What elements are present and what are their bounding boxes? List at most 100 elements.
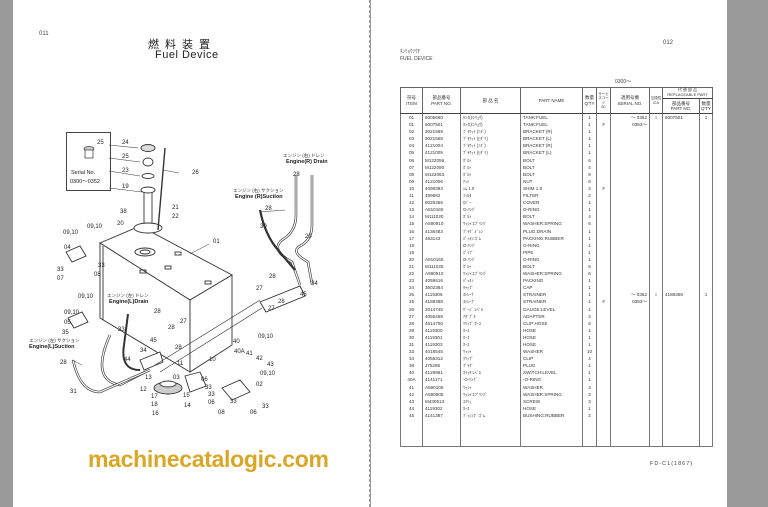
cell-serial bbox=[610, 192, 650, 200]
cell-ica bbox=[649, 213, 663, 221]
cell-sc: # bbox=[596, 121, 611, 129]
cell-ica bbox=[649, 234, 663, 242]
part-callout: 20 bbox=[117, 221, 124, 227]
cell-sc bbox=[596, 305, 611, 313]
cell-item: 21 bbox=[400, 262, 423, 271]
cell-ica bbox=[649, 341, 663, 349]
part-callout: 01 bbox=[213, 239, 220, 245]
cell-item: 19 bbox=[400, 248, 423, 256]
cell-part-no: 4141171 bbox=[422, 376, 461, 384]
cell-qty: 1 bbox=[582, 326, 597, 334]
diagram-title-en: Fuel Device bbox=[155, 49, 219, 61]
cell-item: 29 bbox=[400, 326, 423, 334]
cell-sc bbox=[596, 227, 611, 235]
cell-part-name: PIPE bbox=[520, 248, 583, 256]
part-callout: 21 bbox=[172, 205, 179, 211]
empty-cell bbox=[460, 419, 521, 447]
cell-qty: 4 bbox=[582, 312, 597, 320]
cell-part-name: BRACKET (L) bbox=[520, 135, 583, 143]
part-callout: 17 bbox=[151, 394, 158, 400]
cell-part-name: HOSE bbox=[520, 326, 583, 334]
cell-name-jp: ﾜｯｼｬ:ｽﾌﾟﾘﾝｸﾞ bbox=[460, 270, 521, 278]
part-callout: 06 bbox=[208, 400, 215, 406]
cell-sc bbox=[596, 411, 611, 420]
cell-ica bbox=[649, 135, 663, 143]
cell-ica: I bbox=[649, 291, 663, 299]
cell-qty: 1 bbox=[582, 362, 597, 370]
cell-part-name: TANK:FUEL bbox=[520, 113, 583, 122]
part-callout: 33 bbox=[57, 267, 64, 273]
part-callout: 07 bbox=[57, 276, 64, 282]
cell-sc bbox=[596, 255, 611, 263]
cell-repl-qty bbox=[699, 270, 713, 278]
cell-sc bbox=[596, 333, 611, 341]
right-page-number: 012 bbox=[663, 40, 674, 46]
cell-part-no: M122056 bbox=[422, 156, 461, 164]
cell-qty: 1 bbox=[582, 305, 597, 313]
part-callout: 25 bbox=[122, 154, 129, 160]
part-callout: 28 bbox=[278, 299, 285, 305]
part-callout: 40A bbox=[234, 349, 245, 355]
cell-item: 26 bbox=[400, 305, 423, 313]
cell-qty: 4 bbox=[582, 355, 597, 363]
cell-part-name: HOSE bbox=[520, 341, 583, 349]
cell-part-no: 4055458 bbox=[422, 312, 461, 320]
cell-repl-part-no bbox=[662, 234, 700, 242]
part-callout: 33 bbox=[118, 327, 125, 333]
hose-30 bbox=[258, 209, 296, 271]
cell-serial bbox=[610, 369, 650, 377]
col-header-name-jp: 部 品 名 bbox=[460, 87, 521, 114]
cell-ica bbox=[649, 383, 663, 391]
cell-repl-qty bbox=[699, 390, 713, 398]
cell-qty: 8 bbox=[582, 319, 597, 327]
cell-item: 16 bbox=[400, 227, 423, 235]
cell-sc bbox=[596, 213, 611, 221]
cell-name-jp: ｶﾊﾞｰ bbox=[460, 199, 521, 207]
cell-repl-part-no bbox=[662, 348, 700, 356]
cell-repl-qty bbox=[699, 163, 713, 171]
cell-part-name: BRACKET (R) bbox=[520, 128, 583, 136]
cell-part-no: A810165 bbox=[422, 255, 461, 263]
cell-name-jp: ﾎｰｽ bbox=[460, 326, 521, 334]
cell-ica bbox=[649, 149, 663, 157]
cell-part-no: 6007501 bbox=[422, 121, 461, 129]
cell-name-jp: ﾎｰｽ bbox=[460, 404, 521, 412]
empty-cell bbox=[596, 419, 611, 447]
cell-repl-qty bbox=[699, 128, 713, 136]
cell-ica bbox=[649, 390, 663, 398]
part-callout: 40 bbox=[233, 339, 240, 345]
page-footer-code: FD-C1(1867) bbox=[650, 461, 694, 467]
part-callout: 33 bbox=[98, 263, 105, 269]
cell-ica bbox=[649, 305, 663, 313]
cell-sc bbox=[596, 397, 611, 405]
part-callout: 13 bbox=[145, 375, 152, 381]
cell-name-jp: ﾎｰｽ bbox=[460, 341, 521, 349]
cell-item: 40A bbox=[400, 376, 423, 384]
cell-name-jp: ﾌﾞﾗｹｯﾄ (ﾐｷﾞ) bbox=[460, 128, 521, 136]
cell-part-no: A590910 bbox=[422, 270, 461, 278]
cell-serial bbox=[610, 199, 650, 207]
cell-item: 10 bbox=[400, 184, 423, 193]
cell-repl-part-no bbox=[662, 341, 700, 349]
cell-item: 03 bbox=[400, 135, 423, 143]
cell-qty: 3 bbox=[582, 397, 597, 405]
cell-ica: I bbox=[649, 113, 663, 122]
cell-name-jp: ﾀﾝｸ(ﾈﾝﾘｮｳ) bbox=[460, 121, 521, 129]
cell-sc bbox=[596, 326, 611, 334]
cell-part-no: M122063 bbox=[422, 170, 461, 178]
cell-sc bbox=[596, 270, 611, 278]
part-callout: 08 bbox=[94, 272, 101, 278]
part-callout: 28 bbox=[293, 172, 300, 178]
